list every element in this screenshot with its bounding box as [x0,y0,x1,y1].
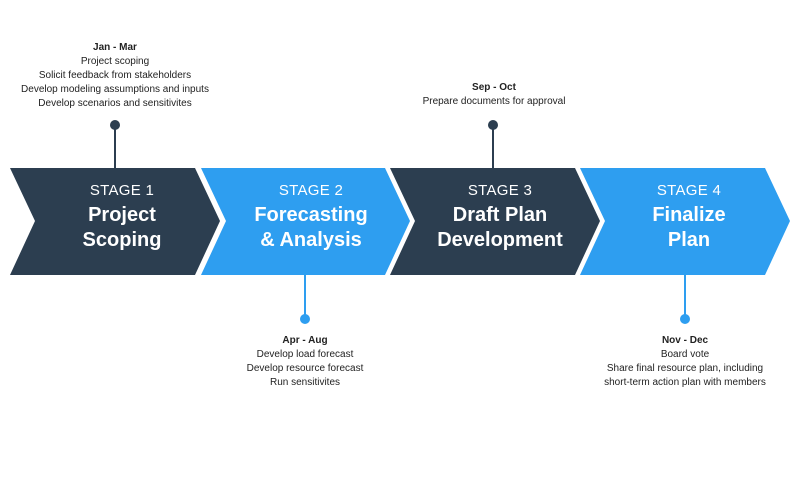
stage-3-period: Sep - Oct [472,82,516,93]
stage-4-title: Finalize Plan [609,203,769,253]
stage-3-text: STAGE 3 Draft Plan Development [420,182,580,253]
stage-4-title-line-2: Plan [667,229,711,251]
stage-3-label: STAGE 3 [467,182,533,199]
stage-2-chevron [201,168,410,275]
stage-4-dot [680,314,690,324]
stage-2-note-item: Develop load forecast [256,349,354,360]
stage-3-note-item: Prepare documents for approval [422,96,566,107]
stage-4-text: STAGE 4 Finalize Plan [609,182,769,253]
stage-2-title: Forecasting & Analysis [231,203,391,253]
stage-3-connector [492,126,494,168]
stage-4-label: STAGE 4 [656,182,722,199]
stage-2-title-line-2: & Analysis [260,229,362,251]
stage-2-note-item: Run sensitivites [269,377,341,388]
stage-3-dot [488,120,498,130]
stage-1-title: Project Scoping [42,203,202,253]
stage-1-title-line-1: Project [88,204,156,226]
stage-3-title-line-1: Draft Plan [452,204,548,226]
stage-1-note-item: Develop scenarios and sensitivites [38,98,192,109]
stage-4-note: Nov - Dec Board vote Share final resourc… [565,334,800,390]
stage-3-title: Draft Plan Development [420,203,580,253]
stage-1-note: Jan - Mar Project scoping Solicit feedba… [0,41,235,111]
stage-4-chevron [580,168,790,275]
stage-2-note: Apr - Aug Develop load forecast Develop … [185,334,425,390]
stage-2-period: Apr - Aug [282,335,328,346]
stage-4-note-item: Share final resource plan, including [606,363,764,374]
stage-4-note-item: short-term action plan with members [604,377,766,388]
stage-2-dot [300,314,310,324]
stage-1-note-item: Solicit feedback from stakeholders [38,70,192,81]
stage-1-dot [110,120,120,130]
stage-1-chevron [10,168,220,275]
stage-4-connector [684,275,686,319]
stage-2-label: STAGE 2 [278,182,344,199]
stage-3-title-line-2: Development [437,229,563,251]
stage-2-connector [304,275,306,319]
stage-2-note-item: Develop resource forecast [246,363,364,374]
stage-1-label: STAGE 1 [89,182,155,199]
stage-4-title-line-1: Finalize [652,204,726,226]
stage-1-note-item: Project scoping [80,56,150,67]
stage-3-note: Sep - Oct Prepare documents for approval [374,81,614,109]
stage-3-chevron [390,168,600,275]
stage-1-title-line-2: Scoping [82,229,162,251]
stage-4-period: Nov - Dec [661,335,709,346]
stage-4-note-item: Board vote [660,349,710,360]
stage-1-text: STAGE 1 Project Scoping [42,182,202,253]
stage-1-period: Jan - Mar [93,42,137,53]
stage-2-title-line-1: Forecasting [254,204,368,226]
stage-2-text: STAGE 2 Forecasting & Analysis [231,182,391,253]
stage-1-note-item: Develop modeling assumptions and inputs [21,84,209,95]
stage-1-connector [114,126,116,168]
